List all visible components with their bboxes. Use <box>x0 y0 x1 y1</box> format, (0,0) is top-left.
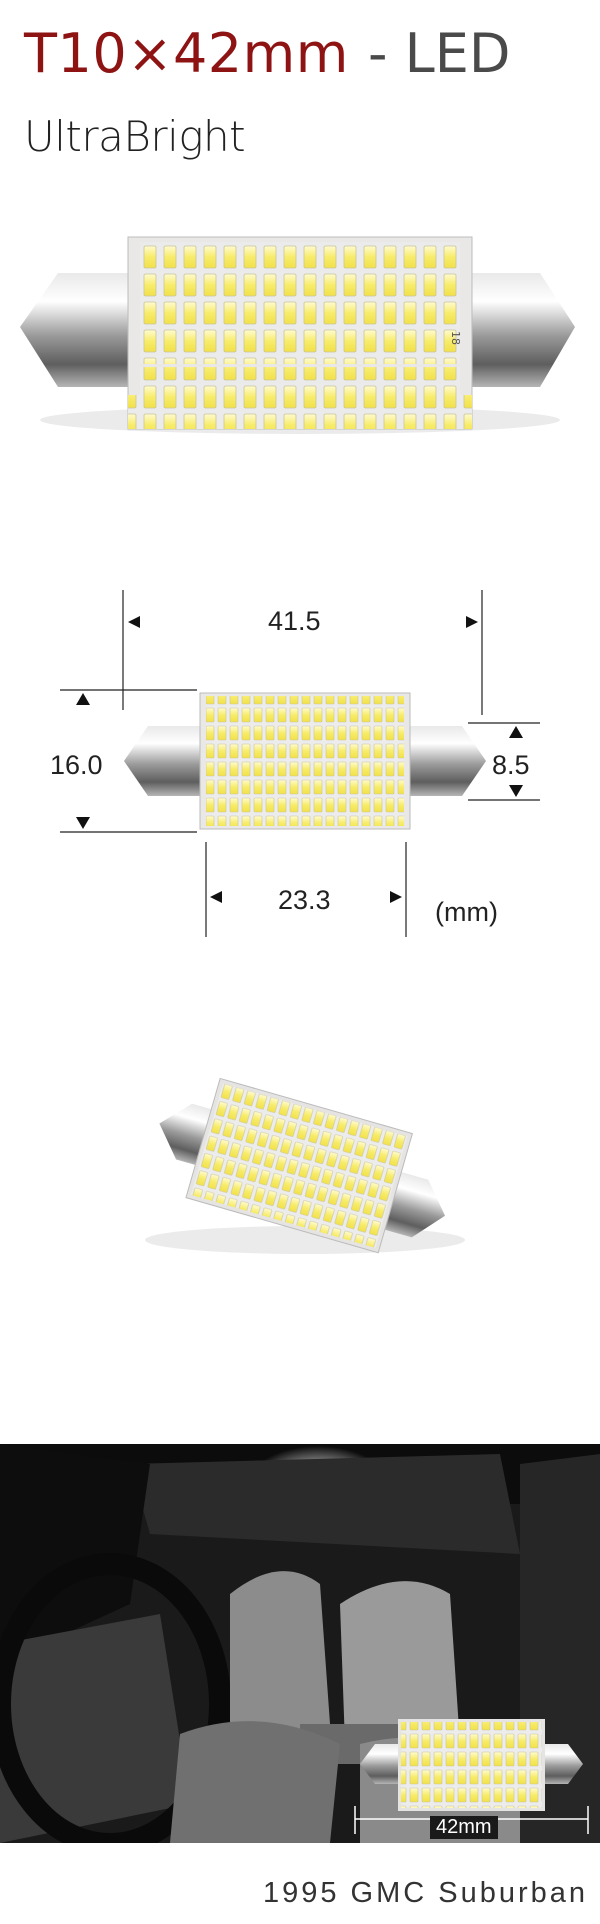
dimension-cap-diameter: 8.5 <box>492 750 530 780</box>
dimension-height: 16.0 <box>50 750 103 780</box>
dimension-diagram <box>60 590 540 937</box>
photo-caption: 1995 GMC Suburban <box>262 1877 588 1909</box>
model-name: T10×42mm <box>24 22 349 85</box>
dimension-unit: (mm) <box>435 897 498 927</box>
subtitle: UltraBright <box>24 112 246 161</box>
bulb-angled-image <box>145 1077 465 1254</box>
car-interior-photo: 42mm <box>0 1444 600 1843</box>
bulb-hero-image: 18 <box>20 236 575 434</box>
svg-text:18: 18 <box>449 331 462 345</box>
led-label: - LED <box>367 22 511 85</box>
product-title: T10×42mm - LED <box>24 22 510 92</box>
dimension-board-length: 23.3 <box>278 885 331 915</box>
dimension-length: 41.5 <box>268 606 321 636</box>
size-tag: 42mm <box>430 1816 498 1839</box>
